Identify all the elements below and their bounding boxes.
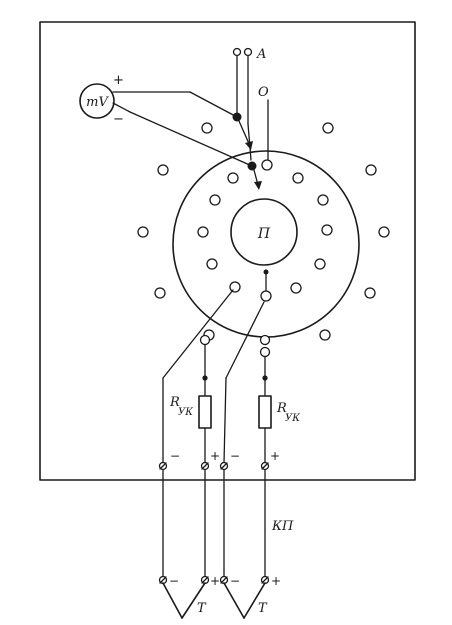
lower-terminal-signs: − + − + bbox=[169, 574, 281, 588]
svg-text:−: − bbox=[230, 449, 240, 463]
left-resistor-branch bbox=[198, 334, 212, 464]
thermocouple-right bbox=[223, 582, 266, 619]
outer-holes bbox=[137, 122, 390, 341]
center-label: П bbox=[257, 226, 271, 242]
svg-text:+: + bbox=[210, 449, 220, 463]
terminal-o-label: О bbox=[258, 85, 269, 100]
lower-terminals bbox=[158, 575, 270, 585]
svg-text:mV: mV bbox=[86, 95, 109, 110]
terminal-a bbox=[232, 47, 253, 161]
svg-text:−: − bbox=[169, 574, 179, 588]
svg-text:−: − bbox=[230, 574, 240, 588]
svg-text:R: R bbox=[276, 401, 287, 416]
right-resistor-label: R УК bbox=[276, 401, 300, 424]
upper-terminal-signs: − + − + bbox=[170, 449, 280, 463]
millivoltmeter-minus: − bbox=[113, 112, 124, 127]
right-resistor-branch bbox=[258, 334, 272, 464]
arrow-a bbox=[238, 120, 253, 150]
compensating-cable bbox=[162, 469, 266, 578]
upper-terminals bbox=[158, 461, 270, 471]
svg-text:R: R bbox=[169, 395, 180, 410]
arrow-o bbox=[253, 169, 262, 190]
svg-text:A: A bbox=[256, 47, 266, 62]
terminal-a-label: A bbox=[256, 47, 266, 62]
cable-label: КП bbox=[271, 519, 294, 534]
millivoltmeter-plus: + bbox=[113, 73, 124, 88]
ring-holes bbox=[197, 172, 333, 302]
svg-text:+: + bbox=[270, 449, 280, 463]
svg-text:−: − bbox=[170, 449, 180, 463]
svg-text:+: + bbox=[210, 574, 220, 588]
left-hole-lead bbox=[162, 289, 234, 464]
center-hub bbox=[230, 198, 298, 266]
right-ring-lead bbox=[223, 269, 269, 464]
thermocouple-left bbox=[162, 582, 206, 619]
thermocouple-left-label: Т bbox=[197, 601, 207, 616]
panel-board bbox=[39, 21, 416, 481]
mv-minus-lead bbox=[112, 102, 253, 167]
svg-text:+: + bbox=[271, 574, 281, 588]
thermocouple-right-label: Т bbox=[258, 601, 268, 616]
terminal-o bbox=[261, 99, 273, 171]
left-resistor-label: R УК bbox=[169, 395, 193, 418]
contact-ring bbox=[172, 150, 360, 338]
svg-text:УК: УК bbox=[178, 407, 193, 418]
mv-plus-lead bbox=[112, 91, 238, 118]
svg-text:УК: УК bbox=[285, 413, 300, 424]
millivoltmeter: mV bbox=[79, 83, 115, 119]
